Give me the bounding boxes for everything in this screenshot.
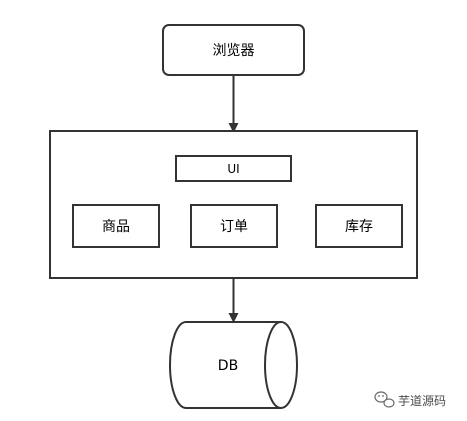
module-box-inventory [315, 204, 403, 248]
browser-label: 浏览器 [213, 43, 255, 59]
wechat-icon [374, 391, 395, 408]
module-box-product [72, 204, 160, 248]
watermark-text: 芋道源码 [398, 394, 446, 408]
module-label-order: 订单 [220, 219, 248, 235]
browser-node: 浏览器 [162, 24, 305, 76]
system-node: UI 商品 订单 库存 [49, 130, 418, 279]
database-node: DB [169, 321, 298, 409]
module-label-product: 商品 [102, 219, 130, 235]
watermark: 芋道源码 [374, 391, 446, 408]
database-cylinder-face [264, 321, 282, 409]
ui-box [175, 155, 292, 182]
module-box-order [190, 204, 278, 248]
database-label: DB [218, 358, 238, 374]
ui-label: UI [227, 162, 239, 176]
module-label-inventory: 库存 [345, 219, 373, 235]
